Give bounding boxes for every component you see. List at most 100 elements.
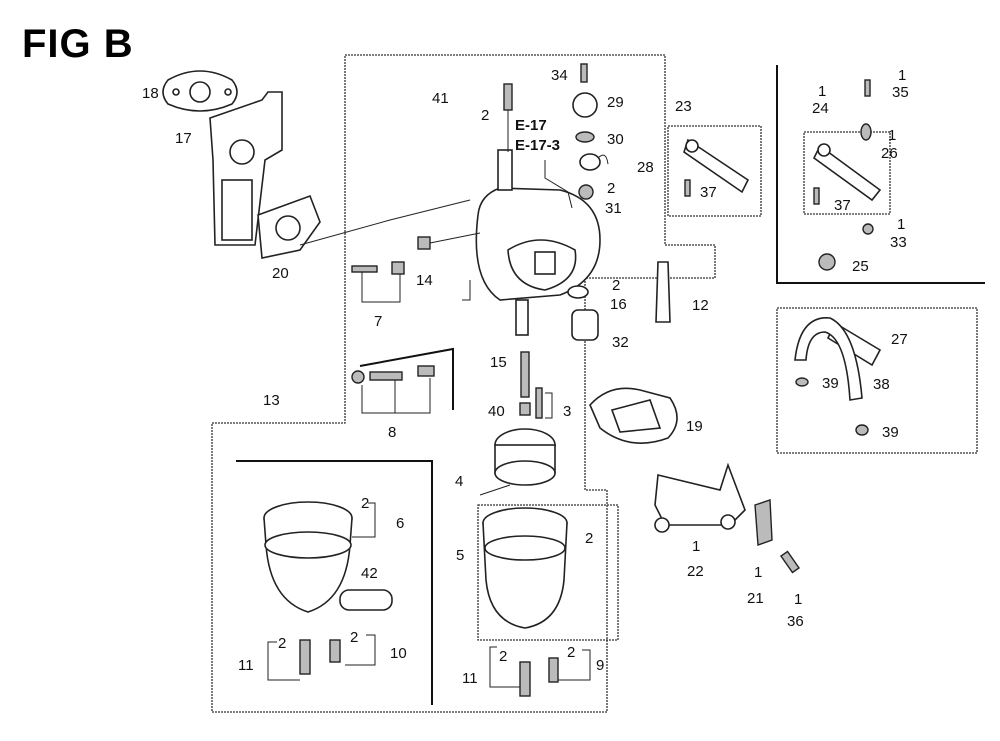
part-41-screw[interactable] [503,83,513,111]
callout-10-qty: 2 [350,629,358,646]
part-29-diaphragm[interactable] [572,92,598,118]
callout-16: 16 [610,296,627,313]
carburetor-group-box [211,54,716,713]
part-28-pump[interactable] [579,153,609,171]
callout-12: 12 [692,297,709,314]
ref-label-e17[interactable]: E-17 [515,117,547,134]
callout-31-qty: 2 [607,180,615,197]
part-12-float-pin[interactable] [655,261,671,323]
callout-9-qty: 2 [567,644,575,661]
part-18-gasket[interactable] [162,70,238,112]
part-11a-bolt[interactable] [299,639,311,675]
callout-39b: 39 [882,424,899,441]
bracket-11a [267,641,300,681]
part-39a-clip[interactable] [795,377,809,387]
callout-16-qty: 2 [612,277,620,294]
callout-30: 30 [607,131,624,148]
callout-5-qty: 2 [585,530,593,547]
part-35-screw[interactable] [864,79,871,97]
callout-37b: 37 [834,197,851,214]
callout-22: 22 [687,563,704,580]
box-13-inner [236,460,433,705]
part-17-bracket[interactable] [209,91,283,246]
callout-29: 29 [607,94,624,111]
callout-13: 13 [263,392,280,409]
callout-9: 9 [596,657,604,674]
part-3-needle[interactable] [535,387,543,419]
part-24-lever[interactable] [812,143,882,202]
callout-11a: 11 [238,657,254,674]
part-10-drain-screw[interactable] [329,639,341,663]
callout-41-qty: 2 [481,107,489,124]
box-right-mid [776,307,978,454]
callout-38: 38 [873,376,890,393]
box-8 [359,347,454,410]
callout-40: 40 [488,403,505,420]
part-19-insulator[interactable] [589,387,678,444]
part-5-float-bowl[interactable] [482,507,568,629]
leader-20 [299,199,471,246]
part-37a-pin[interactable] [684,179,691,197]
part-4-float[interactable] [494,428,556,486]
box-24 [803,131,891,215]
callout-labels: 18 17 20 41 2 34 29 30 28 2 31 23 37 1 2… [142,67,909,687]
callout-26-qty: 1 [888,127,896,144]
part-38-hose[interactable] [794,317,863,401]
part-36-screw[interactable] [780,550,800,574]
part-7-pilot-screw[interactable] [351,261,405,275]
part-16-o-ring[interactable] [567,285,589,299]
part-8-screw-set[interactable] [351,365,435,384]
part-11b-bolt[interactable] [519,661,531,697]
callout-35-qty: 1 [898,67,906,84]
callout-14: 14 [416,272,433,289]
callout-41: 41 [432,90,449,107]
part-25-spring[interactable] [818,253,836,271]
part-33-nut[interactable] [862,223,874,235]
part-carburetor-body[interactable] [475,149,601,336]
part-22-plate[interactable] [654,462,746,533]
part-14-screw[interactable] [417,232,481,250]
callout-4: 4 [455,473,463,490]
part-32-jet-cap[interactable] [571,309,599,341]
ref-label-e17-3[interactable]: E-17-3 [515,137,560,154]
callout-23: 23 [675,98,692,115]
bracket-11b [489,646,520,688]
part-26-collar[interactable] [860,123,872,141]
part-6-float-bowl[interactable] [263,501,353,613]
callout-34: 34 [551,67,568,84]
part-23-lever[interactable] [683,138,750,194]
bracket-14 [462,280,471,301]
callout-5: 5 [456,547,464,564]
part-31-seal[interactable] [578,184,594,200]
leader-e17 [544,160,573,209]
part-20-gasket[interactable] [257,194,321,259]
bracket-6 [352,502,376,538]
float-wire [479,484,511,496]
part-21-clamp[interactable] [754,499,773,546]
part-30-washer[interactable] [575,131,595,143]
callout-37a: 37 [700,184,717,201]
part-39b-clip[interactable] [855,424,869,436]
callout-11b-qty: 2 [499,648,507,665]
callout-8: 8 [388,424,396,441]
part-37b-pin[interactable] [813,187,820,205]
callout-18: 18 [142,85,159,102]
bracket-7 [361,272,401,303]
part-15-nozzle[interactable] [520,351,530,398]
figure-title: FIG B [22,22,134,66]
callout-17: 17 [175,130,192,147]
callout-11b: 11 [462,670,478,687]
part-42-drain-tube[interactable] [339,589,393,611]
part-40-jet[interactable] [519,402,531,416]
callout-19: 19 [686,418,703,435]
part-9-drain-screw[interactable] [548,657,559,683]
callout-39a: 39 [822,375,839,392]
part-34-screw[interactable] [580,63,588,83]
callout-15: 15 [490,354,507,371]
callout-22-qty: 1 [692,538,700,555]
callout-36: 36 [787,613,804,630]
bracket-9 [558,649,591,681]
callout-27: 27 [891,331,908,348]
callout-28: 28 [637,159,654,176]
